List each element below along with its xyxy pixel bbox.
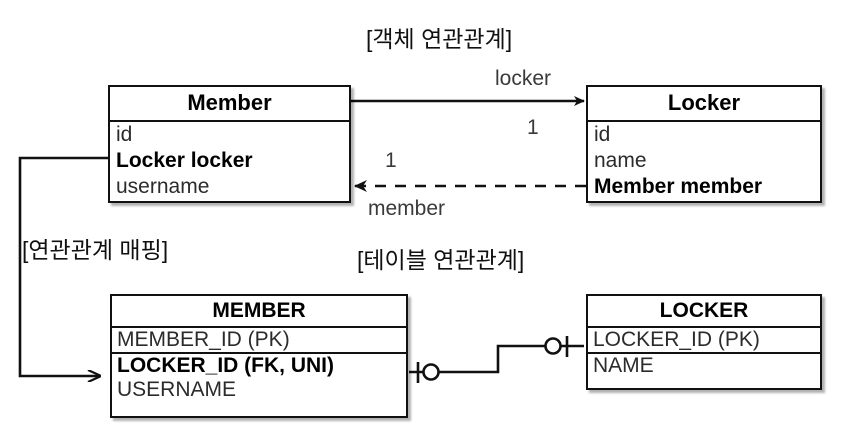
entity-member-field-id: id [116,123,133,146]
entity-box-member[interactable]: Member id Locker locker username [108,85,351,203]
association-member-label: member [368,197,446,220]
association-member-cardinality: 1 [385,149,397,172]
table-box-member[interactable]: MEMBER MEMBER_ID (PK) LOCKER_ID (FK, UNI… [110,294,408,418]
association-locker-label: locker [495,67,552,90]
entity-member-title: Member [110,87,349,122]
join-circle-right [544,337,562,355]
entity-member-fields: id Locker locker username [110,122,349,200]
table-box-locker[interactable]: LOCKER LOCKER_ID (PK) NAME [586,294,822,390]
table-member-columns: MEMBER_ID (PK) LOCKER_ID (FK, UNI) USERN… [112,328,406,402]
table-member-title: MEMBER [112,296,406,328]
entity-locker-field-id: id [594,123,611,146]
table-join-wire [409,336,584,383]
object-relation-title: [객체 연관관계] [366,26,513,52]
entity-member-field-username: username [116,175,210,198]
entity-member-field-locker: Locker locker [116,149,253,172]
table-relation-title: [테이블 연관관계] [357,247,525,273]
join-circle-left [422,363,440,381]
mapping-arrow-wire [18,156,108,376]
table-locker-columns: LOCKER_ID (PK) NAME [588,328,820,378]
entity-locker-fields: id name Member member [588,122,820,200]
entity-locker-field-name: name [594,149,647,172]
table-member-column-locker-id: LOCKER_ID (FK, UNI) [117,354,334,377]
table-locker-column-name: NAME [593,354,654,377]
table-locker-title: LOCKER [588,296,820,328]
table-member-column-member-id: MEMBER_ID (PK) [112,328,406,354]
entity-locker-title: Locker [588,87,820,122]
entity-box-locker[interactable]: Locker id name Member member [586,85,822,203]
mapping-title: [연관관계 매핑] [22,237,169,263]
association-locker-cardinality: 1 [527,116,539,139]
table-member-column-username: USERNAME [117,378,237,401]
entity-locker-field-member: Member member [594,175,763,198]
table-locker-column-locker-id: LOCKER_ID (PK) [588,328,820,354]
